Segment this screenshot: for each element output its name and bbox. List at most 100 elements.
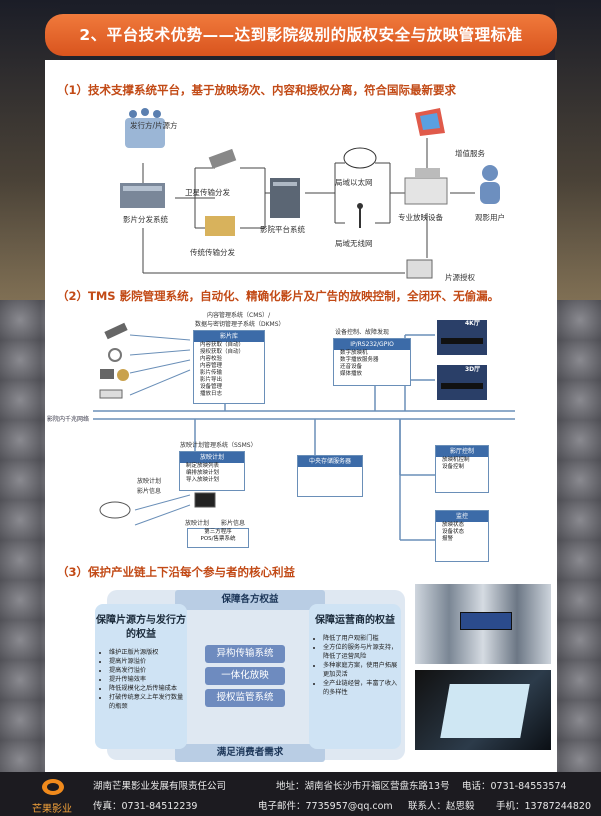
truck-icon (205, 216, 235, 236)
section3-title: （3）保护产业链上下沿每个参与者的核心利益 (57, 565, 295, 579)
library-line: 内容管理 (200, 363, 223, 369)
touchscreen-image (440, 684, 530, 738)
schedule-line: 导入放映计划 (186, 477, 220, 483)
left-benefit-item: 降低规模化之后传输成本 (109, 684, 187, 693)
cloud-icon (99, 501, 131, 519)
satellite-icon (104, 322, 128, 340)
library-line: 授权获取（自动） (200, 349, 245, 355)
left-benefits-box: 保障片源方与发行方的权益 维护正版片源版权 提高片源溢价 提高发行溢价 提升传输… (95, 604, 187, 749)
dkms-title: 数据与密钥管理子系统（DKMS） (195, 321, 285, 328)
storage-head: 中央存储服务器 (298, 456, 362, 467)
schedule-head: 放映计划 (180, 452, 244, 463)
bottom-label-schedule: 放映计划 (185, 520, 210, 527)
section1-title: （1）技术支撑系统平台，基于放映场次、内容和授权分离，符合国际最新要求 (57, 83, 456, 97)
center-item: 授权监管系统 (205, 689, 285, 707)
left-benefit-item: 提高片源溢价 (109, 657, 187, 666)
logo-text: 芒果影业 (32, 804, 72, 815)
monitor-line: 放映状态 (442, 522, 465, 528)
left-label-film: 影片信息 (137, 488, 162, 495)
usb-icon (99, 389, 123, 399)
monitor-head: 监控 (436, 511, 488, 522)
ip-box: IP/RS232/GPIO 数字放映机 数字播放服务器 还音设备 媒体播放 (333, 338, 411, 386)
hall-control-head: 影厅控制 (436, 446, 488, 457)
library-line: 播放日志 (200, 391, 223, 397)
library-line: 影片传输 (200, 370, 223, 376)
server-room-photo (415, 584, 551, 664)
right-benefit-item: 降低了用户观影门槛 (323, 634, 401, 643)
right-benefit-item: 全产业链经营，丰富了收入的多样性 (323, 679, 401, 697)
page-title: 2、平台技术优势——达到影院级别的版权安全与放映管理标准 (79, 26, 523, 44)
server-icon (120, 183, 165, 208)
left-benefits-title: 保障片源方与发行方的权益 (96, 615, 186, 640)
schedule-line: 编排放映计划 (186, 470, 220, 476)
viewer-icon (480, 165, 500, 204)
bottom-label-film: 影片信息 (221, 520, 246, 527)
label-authorization: 片源授权 (445, 273, 475, 282)
label-wlan: 局域无线网 (335, 239, 373, 248)
right-benefits-title: 保障运营商的权益 (315, 615, 395, 626)
footer: 芒果影业 湖南芒果影业发展有限责任公司 地址：湖南省长沙市开福区营盘东路13号 … (0, 772, 601, 816)
fax: 传真：0731-84512239 (93, 801, 198, 812)
monitor-line: 报警 (442, 536, 454, 542)
left-benefit-item: 打破传统意义上年发行数量的瓶颈 (109, 693, 187, 711)
device-title: 设备控制、故障发现 (335, 329, 390, 336)
label-distributor: 发行方/片源方 (130, 121, 178, 130)
library-head: 影片库 (194, 331, 264, 342)
left-benefit-item: 提高发行溢价 (109, 666, 187, 675)
library-line: 内容校验 (200, 356, 223, 362)
pos-box: 第三方程序 POS/售票系统 (187, 528, 249, 548)
ip-head: IP/RS232/GPIO (334, 339, 410, 350)
left-benefit-item: 维护正版片源版权 (109, 648, 187, 657)
pos-line: 第三方程序 (204, 529, 232, 535)
left-label-schedule: 放映计划 (137, 478, 162, 485)
label-traditional: 传统传输分发 (190, 248, 235, 257)
ip-line: 数字放映机 (340, 350, 368, 356)
schedule-monitor-icon (194, 492, 216, 508)
cms-title: 内容管理系统（CMS）/ (207, 312, 271, 319)
pos-line: POS/售票系统 (200, 536, 236, 542)
monitor-line: 设备状态 (442, 529, 465, 535)
right-benefits-box: 保障运营商的权益 降低了用户观影门槛 全方位的服务与片源支持，降低了运营风险 多… (309, 604, 401, 749)
antenna-icon (357, 203, 363, 228)
disk-icon (100, 369, 129, 381)
monitor-box: 监控 放映状态 设备状态 报警 (435, 510, 489, 562)
server-unit-image (460, 612, 512, 630)
schedule-line: 制定放映列表 (186, 463, 220, 469)
center-item: 异构传输系统 (205, 645, 285, 663)
stage-light-right (555, 0, 601, 300)
touchscreen-photo (415, 670, 551, 750)
hall-3d-label: 3D厅 (465, 366, 481, 373)
cable-icon (108, 348, 122, 362)
cinema-server-icon (270, 178, 300, 218)
hall-4k-image (437, 320, 487, 355)
left-benefit-item: 提升传输效率 (109, 675, 187, 684)
label-satellite: 卫星传输分发 (185, 188, 230, 197)
contact: 联系人：赵思毅 (408, 801, 475, 812)
satellite-icon (208, 148, 237, 169)
library-line: 设备管理 (200, 384, 223, 390)
label-distribution-system: 影片分发系统 (123, 215, 168, 224)
storage-box: 中央存储服务器 (297, 455, 363, 497)
section1-diagram (120, 108, 500, 279)
hall-4k-label: 4K厅 (465, 320, 480, 327)
label-lan: 局域以太网 (335, 178, 373, 187)
cloud-icon (343, 147, 377, 169)
library-box: 影片库 内容获取（自动） 授权获取（自动） 内容校验 内容管理 影片传输 影片导… (193, 330, 265, 404)
content-panel: （1）技术支撑系统平台，基于放映场次、内容和授权分离，符合国际最新要求 (45, 60, 557, 772)
section2-title: （2）TMS 影院管理系统，自动化、精确化影片及广告的放映控制，全闭环、无偷漏。 (57, 289, 500, 303)
ip-line: 媒体播放 (340, 371, 363, 377)
hall-control-box: 影厅控制 放映机控制 设备控制 (435, 445, 489, 493)
logo-icon (42, 779, 64, 795)
right-benefit-item: 全方位的服务与片源支持，降低了运营风险 (323, 643, 401, 661)
hall-3d-image (437, 365, 487, 400)
ip-line: 数字播放服务器 (340, 357, 379, 363)
label-viewer: 观影用户 (475, 213, 505, 222)
schedule-box: 放映计划 制定放映列表 编排放映计划 导入放映计划 (179, 451, 245, 491)
distributor-icon (125, 108, 165, 148)
center-item: 一体化放映 (205, 667, 285, 685)
ip-line: 还音设备 (340, 364, 363, 370)
address: 地址：湖南省长沙市开福区营盘东路13号 (276, 781, 450, 792)
company-name: 湖南芒果影业发展有限责任公司 (93, 781, 227, 792)
email[interactable]: 电子邮件：7735957@qq.com (258, 801, 393, 812)
mobile: 手机：13787244820 (496, 801, 591, 812)
